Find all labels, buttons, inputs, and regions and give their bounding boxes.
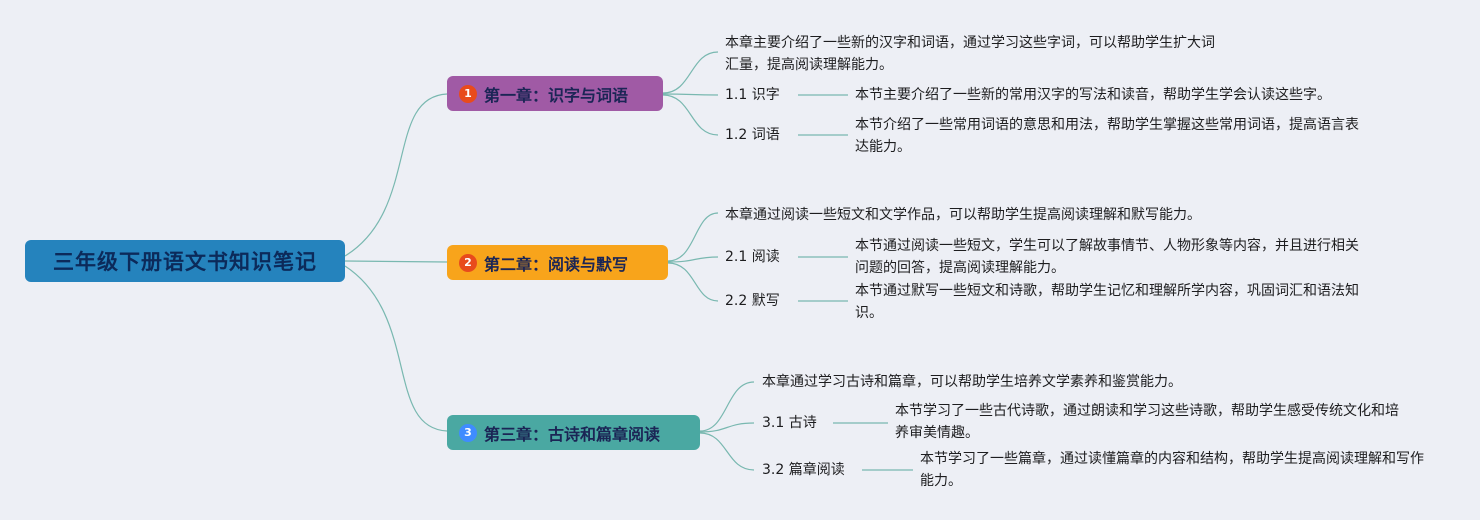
section-1-2-description: 本节介绍了一些常用词语的意思和用法，帮助学生掌握这些常用词语，提高语言表达能力。 [855, 117, 1359, 155]
chapter1-number-badge-icon: 1 [459, 84, 477, 103]
chapter3-node[interactable]: 3 第三章：古诗和篇章阅读 [447, 415, 700, 450]
chapter1-summary: 本章主要介绍了一些新的汉字和词语，通过学习这些字词，可以帮助学生扩大词汇量，提高… [725, 35, 1215, 73]
section-2-2-label: 2.2 默写 [725, 293, 780, 309]
section-2-2-description: 本节通过默写一些短文和诗歌，帮助学生记忆和理解所学内容，巩固词汇和语法知识。 [855, 283, 1359, 321]
section-3-2-label: 3.2 篇章阅读 [762, 462, 845, 478]
section-3-2-description: 本节学习了一些篇章，通过读懂篇章的内容和结构，帮助学生提高阅读理解和写作能力。 [920, 451, 1424, 489]
section-1-2-label: 1.2 词语 [725, 127, 780, 143]
section-2-1-description: 本节通过阅读一些短文，学生可以了解故事情节、人物形象等内容，并且进行相关问题的回… [855, 238, 1359, 276]
root-node-label: 三年级下册语文书知识笔记 [53, 250, 317, 274]
chapter2-node[interactable]: 2 第二章：阅读与默写 [447, 245, 668, 280]
section-2-1-label: 2.1 阅读 [725, 249, 780, 265]
chapter2-number-badge-icon: 2 [459, 253, 477, 272]
root-node[interactable]: 三年级下册语文书知识笔记 [25, 240, 345, 282]
chapter2-summary: 本章通过阅读一些短文和文学作品，可以帮助学生提高阅读理解和默写能力。 [725, 207, 1201, 223]
section-1-1-description: 本节主要介绍了一些新的常用汉字的写法和读音，帮助学生学会认读这些字。 [855, 87, 1331, 103]
chapter3-number-badge-icon: 3 [459, 423, 477, 442]
section-3-1-description: 本节学习了一些古代诗歌，通过朗读和学习这些诗歌，帮助学生感受传统文化和培养审美情… [895, 403, 1399, 441]
chapter3-summary: 本章通过学习古诗和篇章，可以帮助学生培养文学素养和鉴赏能力。 [762, 374, 1182, 390]
section-1-1-label: 1.1 识字 [725, 87, 780, 103]
chapter2-title: 第二章：阅读与默写 [484, 254, 629, 274]
chapter1-title: 第一章：识字与词语 [484, 85, 629, 105]
section-3-1-label: 3.1 古诗 [762, 415, 817, 431]
chapter3-title: 第三章：古诗和篇章阅读 [484, 424, 661, 444]
chapter1-node[interactable]: 1 第一章：识字与词语 [447, 76, 663, 111]
